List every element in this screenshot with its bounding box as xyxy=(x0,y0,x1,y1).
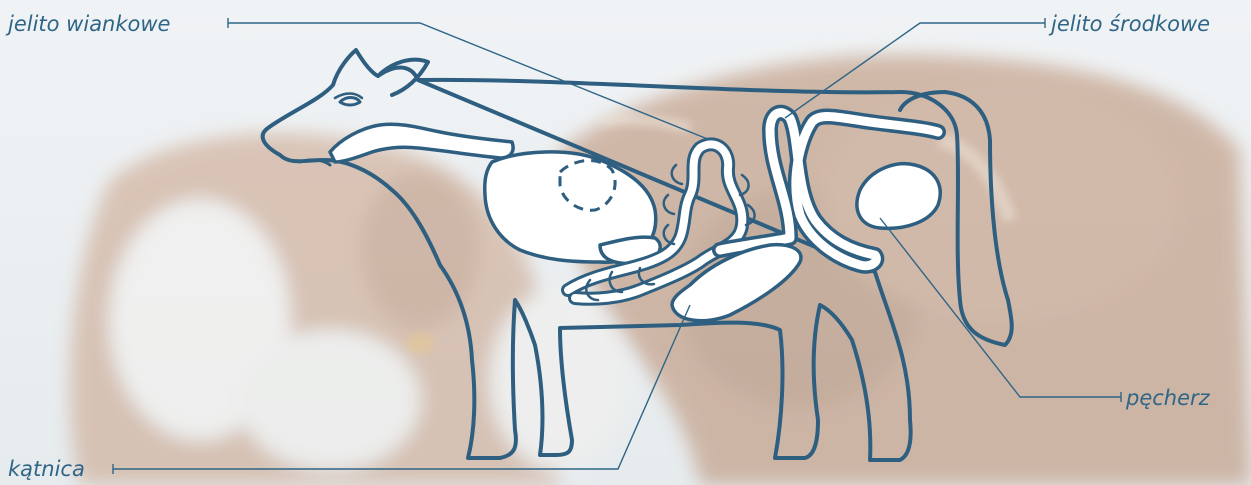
bladder-organ xyxy=(857,164,940,229)
leader-jejunum xyxy=(785,23,1045,118)
cow-eye xyxy=(340,98,360,106)
label-ileum: jelito wiankowe xyxy=(8,14,170,35)
leader-caecum xyxy=(113,305,690,469)
cow-ear xyxy=(378,60,428,95)
leader-bladder xyxy=(880,218,1121,397)
label-caecum: kątnica xyxy=(8,459,85,480)
label-jejunum: jelito środkowe xyxy=(1051,14,1210,35)
oesophagus xyxy=(330,124,513,162)
label-bladder: pęcherz xyxy=(1126,388,1210,409)
caecum-organ xyxy=(672,245,801,321)
